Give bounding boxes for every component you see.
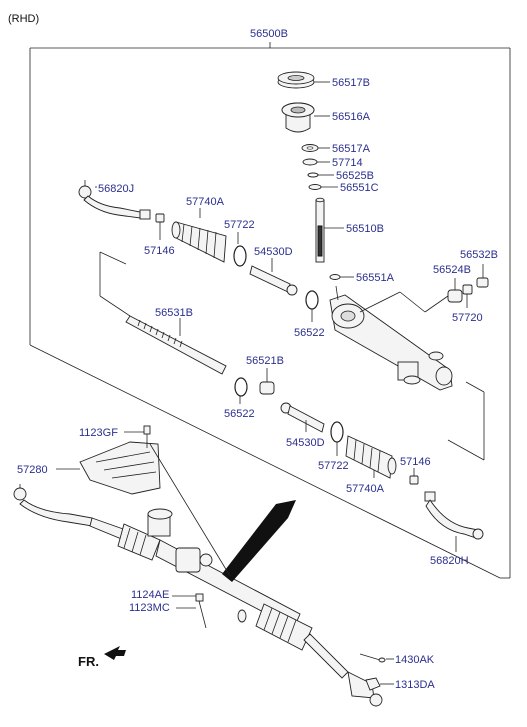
label-56517A: 56517A — [332, 143, 371, 155]
seal-56551A[interactable] — [329, 274, 341, 280]
label-56820H: 56820H — [430, 555, 469, 567]
front-arrow-icon — [104, 646, 126, 660]
label-56532B: 56532B — [460, 249, 498, 261]
label-57740A-lower: 57740A — [346, 483, 385, 495]
label-57146-lower: 57146 — [400, 456, 431, 468]
nut-57146-lower[interactable] — [409, 475, 419, 485]
front-direction-label: FR. — [78, 654, 99, 669]
label-56820J: 56820J — [98, 183, 134, 195]
label-56522-upper: 56522 — [294, 327, 325, 339]
bolt-1123GF[interactable] — [143, 425, 151, 448]
gear-housing[interactable] — [329, 294, 453, 391]
label-56521B: 56521B — [246, 355, 284, 367]
seal-56517A[interactable] — [301, 144, 319, 152]
label-56517B: 56517B — [332, 77, 370, 89]
pinion-shaft-56510B[interactable] — [315, 197, 325, 263]
label-1313DA: 1313DA — [395, 679, 435, 691]
label-57146-upper: 57146 — [144, 245, 175, 257]
assembly-frame — [29, 42, 511, 579]
ring-56522-upper[interactable] — [305, 290, 319, 310]
label-1123MC: 1123MC — [129, 602, 170, 614]
label-1123GF: 1123GF — [79, 427, 118, 439]
front-direction-indicator: FR. — [78, 646, 126, 669]
assembly-label[interactable]: 56500B — [250, 28, 288, 40]
heat-shield-57280[interactable] — [79, 441, 161, 495]
washer-57714[interactable] — [302, 158, 318, 166]
label-1124AE: 1124AE — [131, 589, 169, 601]
label-57720: 57720 — [452, 312, 483, 324]
rack-bracket — [99, 251, 485, 461]
boot-57740A-upper[interactable] — [171, 221, 227, 263]
label-56551C: 56551C — [340, 182, 379, 194]
clamp-57722-upper[interactable] — [233, 245, 247, 267]
clamp-57722-lower[interactable] — [330, 421, 344, 443]
bolt-1124AE[interactable] — [195, 593, 207, 629]
nut-57146-upper[interactable] — [155, 213, 165, 223]
label-57714: 57714 — [332, 157, 363, 169]
label-56525B: 56525B — [336, 170, 374, 182]
explode-arrow — [149, 443, 296, 582]
label-1430AK: 1430AK — [395, 654, 435, 666]
bearing-cap-56517B[interactable] — [277, 71, 315, 89]
valve-housing-56516A[interactable] — [281, 102, 315, 133]
label-57722-upper: 57722 — [224, 219, 255, 231]
tie-rod-end-56820J[interactable] — [78, 180, 151, 220]
locknut-57720[interactable] — [462, 284, 473, 295]
label-57740A-upper: 57740A — [186, 196, 225, 208]
label-56524B: 56524B — [433, 264, 471, 276]
label-56510B: 56510B — [346, 223, 384, 235]
nut-1313DA[interactable] — [365, 677, 381, 691]
label-56531B: 56531B — [155, 307, 193, 319]
yoke-56524B[interactable] — [447, 289, 463, 303]
label-54530D-upper: 54530D — [254, 246, 293, 258]
boot-57740A-lower[interactable] — [345, 435, 397, 479]
label-56516A: 56516A — [332, 111, 371, 123]
cotter-pin-1430AK[interactable] — [359, 653, 386, 663]
variant-label: (RHD) — [8, 13, 39, 25]
snap-ring-56525B[interactable] — [307, 172, 319, 178]
yoke-plug-56532B[interactable] — [476, 277, 489, 288]
label-56522-lower: 56522 — [224, 408, 255, 420]
tie-rod-end-56820H[interactable] — [424, 491, 484, 540]
bushing-56521B[interactable] — [259, 381, 275, 395]
label-56551A: 56551A — [356, 272, 395, 284]
assembled-steering-gear[interactable] — [13, 484, 383, 707]
rack-bar-56531B[interactable] — [125, 315, 227, 375]
inner-tie-rod-54530D-upper[interactable] — [249, 265, 298, 296]
label-57722-lower: 57722 — [318, 460, 349, 472]
ring-56551C[interactable] — [308, 184, 322, 190]
label-54530D-lower: 54530D — [286, 437, 325, 449]
label-57280: 57280 — [17, 464, 48, 476]
inner-tie-rod-54530D-lower[interactable] — [280, 402, 325, 433]
ring-56522-lower[interactable] — [234, 377, 248, 397]
